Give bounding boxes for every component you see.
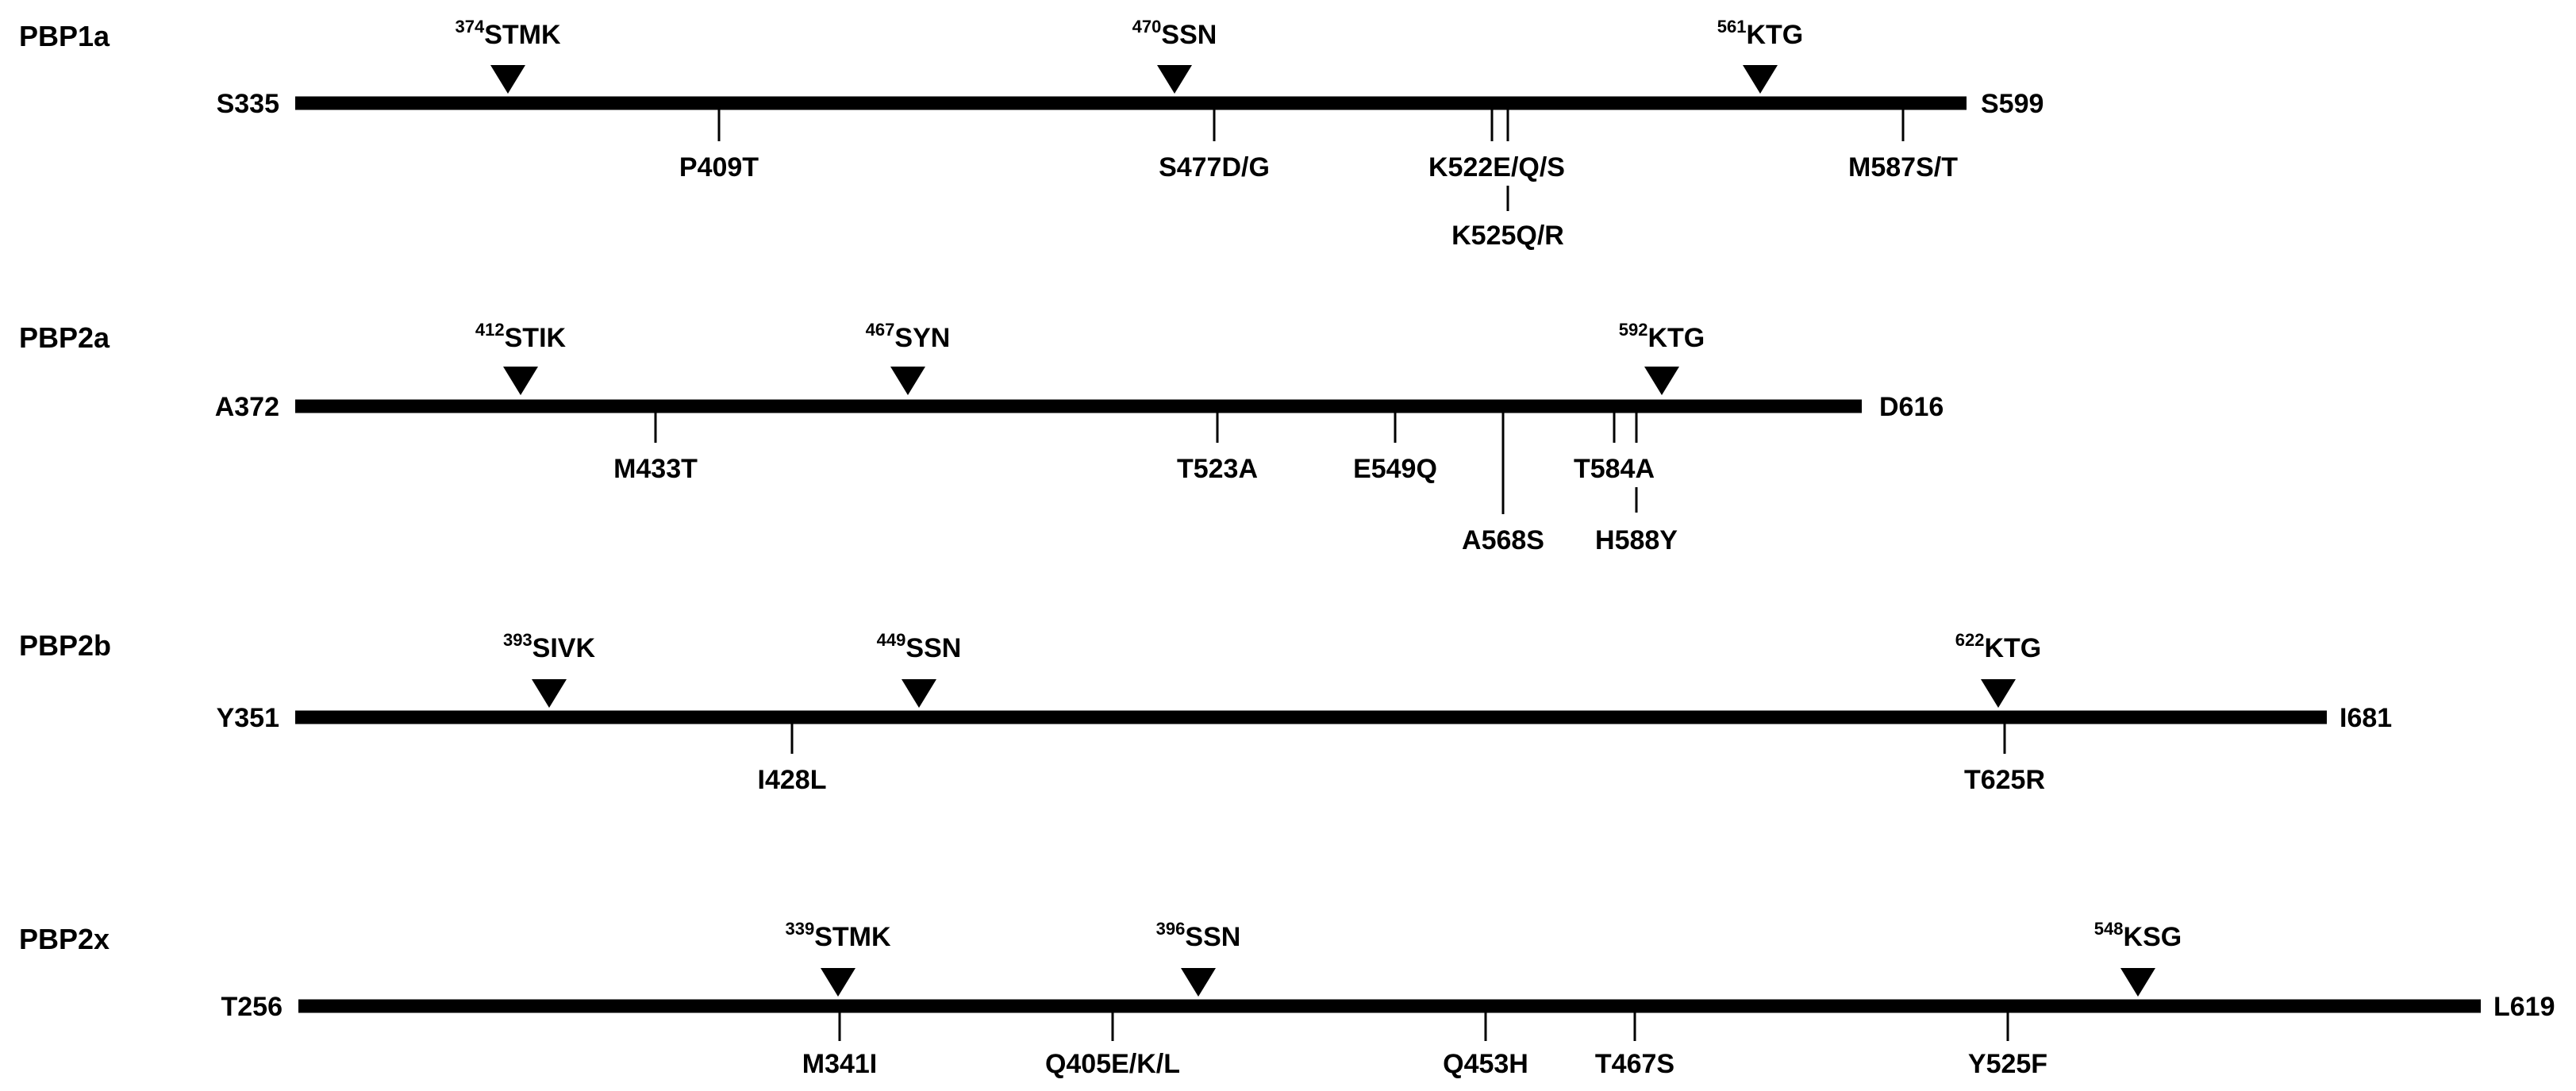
motif-label: 393SIVK [503, 630, 596, 663]
mutation-label: P409T [679, 152, 759, 182]
mutation-label: K525Q/R [1451, 221, 1564, 251]
mutation-label: T584A [1574, 454, 1655, 484]
mutation-label: S477D/G [1159, 152, 1270, 182]
protein-name: PBP1a [19, 20, 110, 52]
end-residue-label: S599 [1981, 89, 2043, 119]
start-residue-label: A372 [215, 392, 279, 422]
mutation-label: T625R [1964, 765, 2045, 795]
start-residue-label: S335 [217, 89, 279, 119]
protein-name: PBP2b [19, 629, 111, 662]
motif-marker [490, 65, 525, 94]
motif-marker [2120, 968, 2155, 997]
start-residue-label: T256 [221, 992, 283, 1022]
motif-label: 396SSN [1156, 919, 1241, 952]
motif-label: 449SSN [877, 630, 962, 663]
motif-marker [1743, 65, 1778, 94]
motif-marker [1157, 65, 1192, 94]
motif-marker [1981, 679, 2016, 708]
motif-label: 470SSN [1132, 17, 1217, 50]
start-residue-label: Y351 [217, 703, 279, 733]
mutation-label: M341I [802, 1049, 878, 1079]
motif-marker [1181, 968, 1216, 997]
motif-label: 592KTG [1619, 320, 1705, 353]
motif-label: 622KTG [1955, 630, 2042, 663]
mutation-label: A568S [1462, 525, 1544, 555]
motif-marker [902, 679, 936, 708]
mutation-label: K522E/Q/S [1428, 152, 1565, 182]
mutation-label: M587S/T [1848, 152, 1958, 182]
mutation-label: H588Y [1595, 525, 1678, 555]
pbp1a-panel: PBP1a S335 S599 374STMK 470SSN 561KTG P4… [19, 17, 2043, 251]
mutation-label: Q453H [1443, 1049, 1528, 1079]
motif-label: 548KSG [2094, 919, 2182, 952]
motif-label: 339STMK [785, 919, 890, 952]
motif-label: 467SYN [866, 320, 951, 353]
motif-label: 412STIK [475, 320, 567, 353]
protein-name: PBP2x [19, 923, 110, 955]
mutation-label: T467S [1595, 1049, 1674, 1079]
end-residue-label: I681 [2340, 703, 2392, 733]
end-residue-label: D616 [1879, 392, 1944, 422]
motif-marker [503, 367, 538, 395]
mutation-label: E549Q [1353, 454, 1437, 484]
mutation-label: Q405E/K/L [1045, 1049, 1180, 1079]
pbp2x-panel: PBP2x T256 L619 339STMK 396SSN 548KSG M3… [19, 919, 2555, 1079]
mutation-label: M433T [613, 454, 698, 484]
motif-marker [890, 367, 925, 395]
motif-marker [1644, 367, 1679, 395]
motif-label: 561KTG [1717, 17, 1804, 50]
pbp2b-panel: PBP2b Y351 I681 393SIVK 449SSN 622KTG I4… [19, 629, 2392, 795]
end-residue-label: L619 [2493, 992, 2555, 1022]
pbp2a-panel: PBP2a A372 D616 412STIK 467SYN 592KTG M4… [19, 320, 1944, 555]
motif-label: 374STMK [455, 17, 560, 50]
mutation-label: Y525F [1968, 1049, 2047, 1079]
motif-marker [532, 679, 567, 708]
mutation-label: I428L [758, 765, 827, 795]
mutation-label: T523A [1177, 454, 1258, 484]
protein-name: PBP2a [19, 321, 110, 354]
motif-marker [821, 968, 855, 997]
